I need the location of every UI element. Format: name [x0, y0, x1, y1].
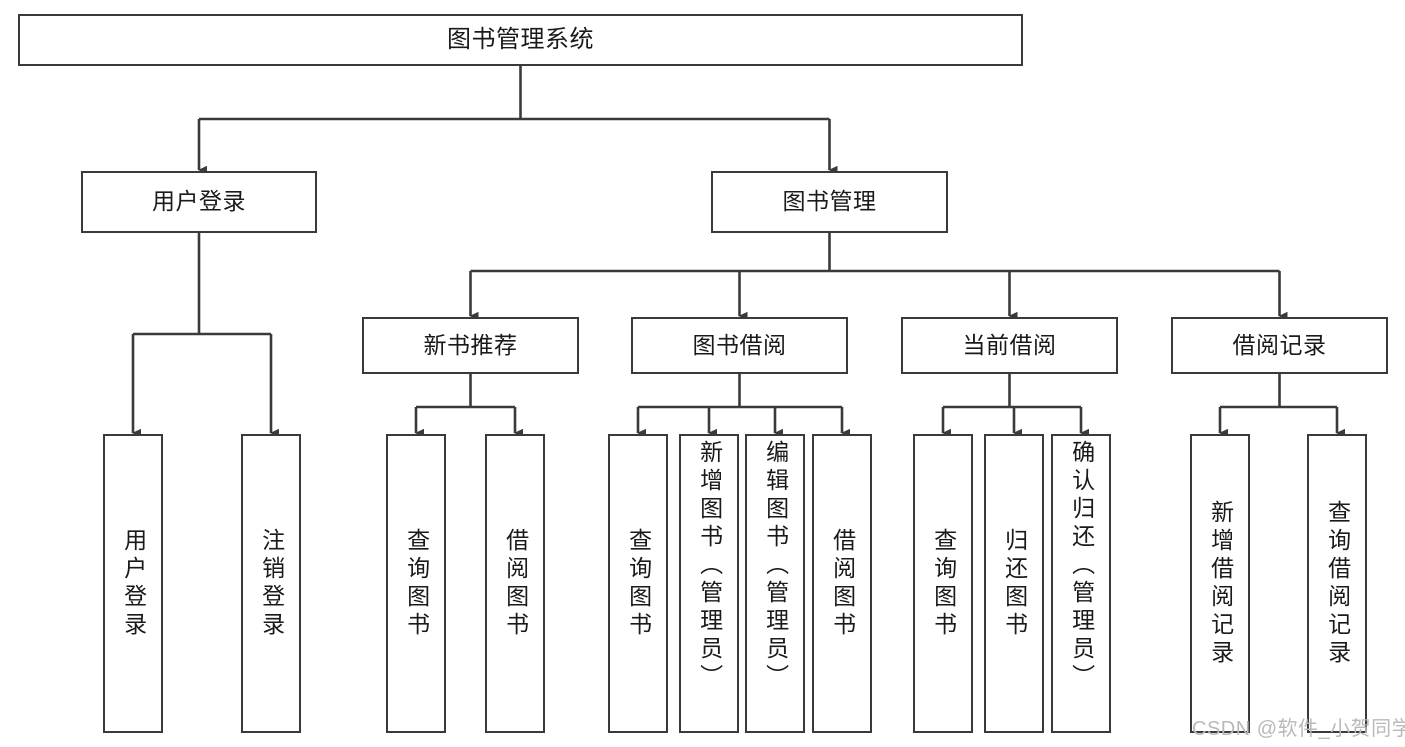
node-l2-book[interactable]: 图书管理: [711, 171, 948, 233]
node-label: 图书借阅: [692, 331, 787, 358]
node-l4-rec-add[interactable]: 新增借阅记录: [1190, 434, 1250, 733]
node-label: 图书管理系统: [447, 25, 594, 53]
node-l4-bb-edit[interactable]: 编辑图书（管理员）: [745, 434, 805, 733]
node-label: 新增借阅记录: [1207, 499, 1234, 668]
node-label: 查询借阅记录: [1324, 499, 1351, 668]
node-label: 注销登录: [258, 527, 285, 640]
node-l4-rec-query[interactable]: 查询借阅记录: [1307, 434, 1367, 733]
node-l3-borrow[interactable]: 图书借阅: [631, 317, 848, 374]
node-l4-bb-query[interactable]: 查询图书: [608, 434, 668, 733]
node-l3-current[interactable]: 当前借阅: [901, 317, 1118, 374]
node-l3-record[interactable]: 借阅记录: [1171, 317, 1388, 374]
node-label: 编辑图书（管理员）: [762, 440, 789, 692]
node-label: 新增图书（管理员）: [696, 440, 723, 692]
node-label: 用户登录: [152, 188, 246, 215]
node-l4-bb-add[interactable]: 新增图书（管理员）: [679, 434, 739, 733]
node-label: 图书管理: [782, 188, 877, 215]
node-l4-cb-query[interactable]: 查询图书: [913, 434, 973, 733]
node-l4-bb-borrow[interactable]: 借阅图书: [812, 434, 872, 733]
node-l4-user-login[interactable]: 用户登录: [103, 434, 163, 733]
node-l4-cb-return[interactable]: 归还图书: [984, 434, 1044, 733]
node-l4-nb-query[interactable]: 查询图书: [386, 434, 446, 733]
node-label: 借阅图书: [502, 527, 529, 640]
node-label: 查询图书: [930, 527, 957, 640]
csdn-watermark: CSDN @软件_小贺同学: [1192, 718, 1405, 740]
node-l4-user-logout[interactable]: 注销登录: [241, 434, 301, 733]
node-label: 当前借阅: [962, 331, 1057, 358]
node-l3-newbook[interactable]: 新书推荐: [362, 317, 579, 374]
node-l4-cb-confirm[interactable]: 确认归还（管理员）: [1051, 434, 1111, 733]
node-l4-nb-borrow[interactable]: 借阅图书: [485, 434, 545, 733]
node-label: 用户登录: [120, 527, 147, 640]
node-label: 借阅图书: [829, 527, 856, 640]
node-l2-user[interactable]: 用户登录: [81, 171, 317, 233]
node-label: 借阅记录: [1232, 331, 1327, 358]
node-label: 新书推荐: [423, 331, 518, 358]
node-label: 查询图书: [403, 527, 430, 640]
node-root[interactable]: 图书管理系统: [18, 14, 1023, 66]
node-label: 查询图书: [625, 527, 652, 640]
node-label: 确认归还（管理员）: [1068, 440, 1095, 692]
node-label: 归还图书: [1001, 527, 1028, 640]
